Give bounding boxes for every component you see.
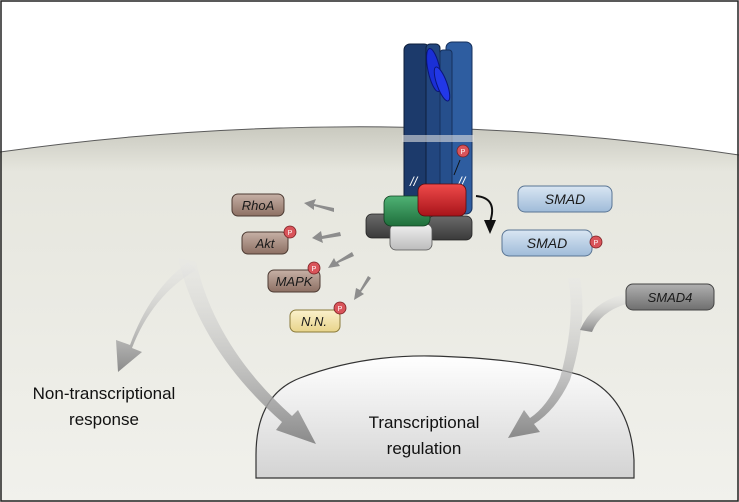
receptor-phospho-arrow — [453, 159, 461, 176]
nucleus — [255, 355, 635, 479]
akt-label: Akt — [255, 236, 276, 251]
mapk-box — [267, 269, 321, 293]
smad4-box — [625, 283, 715, 311]
mapk-phospho-label: P — [312, 266, 317, 273]
adaptor-gray-right — [427, 215, 473, 241]
smad-phosphorylation-arrowhead — [484, 220, 496, 234]
node-akt: Akt P — [241, 225, 297, 255]
receptor-phospho-label: P — [461, 149, 466, 156]
receptor-complex: // // P — [402, 41, 474, 215]
ligand-2 — [433, 66, 451, 102]
smad-box — [517, 185, 613, 213]
mapk-label: MAPK — [276, 274, 314, 289]
smad-phosphorylation-arrow — [475, 195, 494, 223]
nn-box — [289, 309, 341, 333]
arrow-to-rhoa — [304, 199, 334, 212]
node-mapk: MAPK P — [267, 261, 321, 293]
adaptor-light — [389, 223, 433, 251]
smad-phospho-icon — [589, 235, 603, 249]
non-transcriptional-label-line1: Non-transcriptional — [33, 384, 176, 403]
receptor-phospho-icon — [456, 144, 470, 158]
nn-phospho-label: P — [338, 306, 343, 313]
node-smad-phospho: SMAD P — [501, 229, 603, 257]
pathway-arrows — [116, 258, 626, 444]
smad-label: SMAD — [545, 191, 585, 207]
smad-p-label: SMAD — [527, 235, 567, 251]
akt-phospho-label: P — [288, 230, 293, 237]
arrow-smad-to-nucleus — [508, 278, 583, 438]
akt-box — [241, 231, 289, 255]
transcriptional-label-line2: regulation — [387, 439, 462, 458]
node-nn: N.N. P — [289, 301, 347, 333]
akt-phospho-icon — [283, 225, 297, 239]
arrow-to-nucleus-left — [178, 258, 316, 444]
cell-membrane — [0, 126, 739, 156]
node-smad: SMAD — [517, 185, 613, 213]
node-smad4: SMAD4 — [625, 283, 715, 311]
membrane-band — [402, 135, 474, 142]
transcriptional-label-line1: Transcriptional — [369, 413, 480, 432]
arrow-to-mapk — [328, 252, 354, 268]
arrow-to-nn — [354, 276, 371, 300]
rhoa-label: RhoA — [242, 198, 275, 213]
receptor-mark-1: // — [409, 174, 419, 189]
arrow-to-akt — [312, 231, 341, 243]
arrow-smad4-join — [580, 294, 626, 332]
kinase-red — [417, 183, 467, 217]
node-rhoa: RhoA — [231, 193, 285, 217]
nn-phospho-icon — [333, 301, 347, 315]
effector-arrows — [304, 199, 371, 300]
nn-label: N.N. — [301, 314, 327, 329]
smad-phospho-label: P — [594, 240, 599, 247]
receptor-mark-2: // — [457, 174, 467, 189]
rhoa-box — [231, 193, 285, 217]
mapk-phospho-icon — [307, 261, 321, 275]
smad4-label: SMAD4 — [648, 290, 693, 305]
adaptor-cluster — [365, 183, 473, 251]
non-transcriptional-label-line2: response — [69, 410, 139, 429]
